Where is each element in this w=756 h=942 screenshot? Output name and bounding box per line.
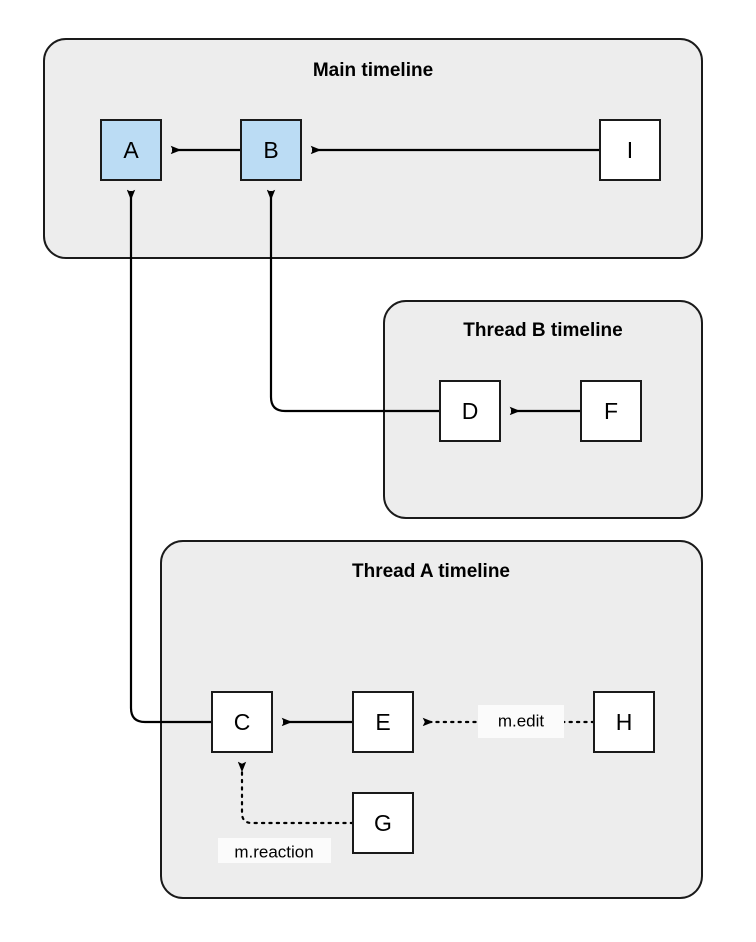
edge-d-to-b	[266, 189, 440, 413]
node-g[interactable]: G	[352, 792, 414, 854]
node-a-label: A	[123, 137, 139, 163]
container-main-timeline: Main timeline	[43, 38, 703, 259]
node-e-rect[interactable]	[352, 691, 414, 753]
node-c[interactable]: C	[211, 691, 273, 753]
container-main-timeline-title: Main timeline	[313, 60, 433, 81]
node-c-rect[interactable]	[211, 691, 273, 753]
node-f-rect[interactable]	[580, 380, 642, 442]
node-i[interactable]: I	[599, 119, 661, 181]
edge-label-m-edit-text: m.edit	[498, 711, 545, 730]
container-thread-a-timeline-title: Thread A timeline	[352, 561, 510, 582]
node-a-rect[interactable]	[100, 119, 162, 181]
edge-label-m-reaction: m.reaction	[218, 838, 331, 863]
node-d[interactable]: D	[439, 380, 501, 442]
node-d-rect[interactable]	[439, 380, 501, 442]
container-thread-b-timeline-rect	[383, 300, 703, 519]
edge-label-m-reaction-bg	[218, 838, 331, 863]
node-g-label: G	[374, 810, 392, 836]
edge-label-m-edit-bg	[478, 705, 564, 738]
node-g-rect[interactable]	[352, 792, 414, 854]
node-b-label: B	[263, 137, 278, 163]
node-f[interactable]: F	[580, 380, 642, 442]
edge-c-to-a	[126, 189, 212, 724]
node-b-rect[interactable]	[240, 119, 302, 181]
node-i-label: I	[627, 137, 633, 163]
node-i-rect[interactable]	[599, 119, 661, 181]
container-main-timeline-rect	[43, 38, 703, 259]
node-f-label: F	[604, 398, 618, 424]
node-h-rect[interactable]	[593, 691, 655, 753]
node-e[interactable]: E	[352, 691, 414, 753]
node-a[interactable]: A	[100, 119, 162, 181]
node-h-label: H	[616, 709, 633, 735]
container-thread-b-timeline-title: Thread B timeline	[463, 320, 622, 341]
container-thread-b-timeline: Thread B timeline	[383, 300, 703, 519]
edge-label-m-reaction-text: m.reaction	[234, 842, 313, 861]
node-d-label: D	[462, 398, 479, 424]
node-h[interactable]: H	[593, 691, 655, 753]
edge-label-m-edit: m.edit	[478, 705, 564, 738]
node-e-label: E	[375, 709, 390, 735]
node-c-label: C	[234, 709, 251, 735]
node-b[interactable]: B	[240, 119, 302, 181]
